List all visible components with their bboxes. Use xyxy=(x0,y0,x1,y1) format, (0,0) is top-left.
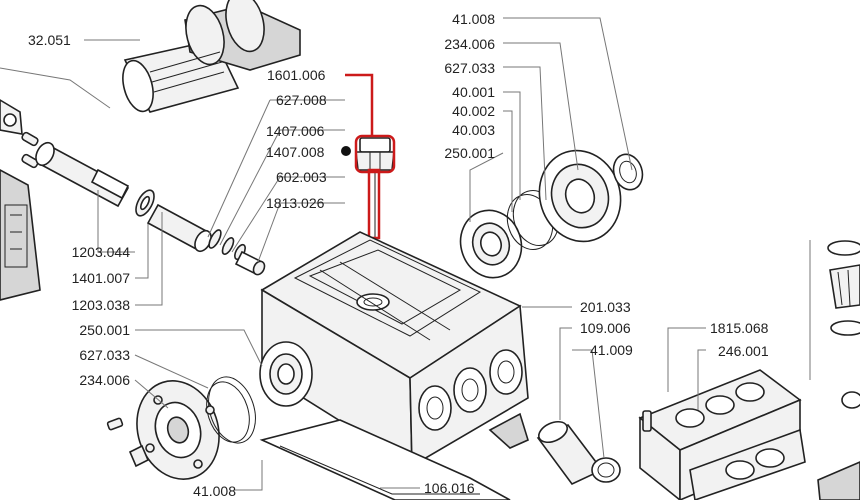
label-234-006-right: 234.006 xyxy=(444,36,495,52)
pump-housing-part xyxy=(259,231,529,468)
manifold-part xyxy=(638,369,860,500)
label-109-006: 109.006 xyxy=(580,320,631,336)
label-602-003: 602.003 xyxy=(276,169,327,185)
crankshaft-part xyxy=(122,0,301,113)
oil-plug-part xyxy=(355,137,395,238)
label-106-016: 106.016 xyxy=(424,480,475,496)
right-bearing-part xyxy=(459,149,644,279)
label-40-001: 40.001 xyxy=(452,84,495,100)
label-250-001-right: 250.001 xyxy=(444,145,495,161)
left-bearing-cover-part xyxy=(106,376,256,480)
label-201-033: 201.033 xyxy=(580,299,631,315)
label-1401-007: 1401.007 xyxy=(72,270,131,286)
label-1407-008: 1407.008 xyxy=(266,144,325,160)
valve-parts xyxy=(827,240,860,409)
connecting-rod-part xyxy=(0,99,41,301)
label-246-001: 246.001 xyxy=(718,343,769,359)
label-627-008: 627.008 xyxy=(276,92,327,108)
pin-parts xyxy=(21,131,39,169)
label-1407-006: 1407.006 xyxy=(266,123,325,139)
plunger-assembly-part xyxy=(35,141,266,276)
label-1813-026: 1813.026 xyxy=(266,195,325,211)
label-1203-038: 1203.038 xyxy=(72,297,131,313)
label-250-001-left: 250.001 xyxy=(79,322,130,338)
bullet-marker xyxy=(341,146,351,156)
label-1815-068: 1815.068 xyxy=(710,320,769,336)
label-41-008-top: 41.008 xyxy=(452,11,495,27)
label-627-033-right: 627.033 xyxy=(444,60,495,76)
label-40-002: 40.002 xyxy=(452,103,495,119)
label-1203-044: 1203.044 xyxy=(72,244,131,260)
label-32-051: 32.051 xyxy=(28,32,71,48)
plunger-sleeve-part xyxy=(536,420,621,486)
part-labels: 32.051 1601.006 627.008 1407.006 1407.00… xyxy=(28,11,769,499)
leader-lines xyxy=(0,17,811,491)
label-41-008-bottom: 41.008 xyxy=(193,483,236,499)
base-plate-part xyxy=(259,419,511,500)
label-41-009: 41.009 xyxy=(590,342,633,358)
label-40-003: 40.003 xyxy=(452,122,495,138)
label-1601-006: 1601.006 xyxy=(267,67,326,83)
label-234-006-left: 234.006 xyxy=(79,372,130,388)
label-627-033-left: 627.033 xyxy=(79,347,130,363)
